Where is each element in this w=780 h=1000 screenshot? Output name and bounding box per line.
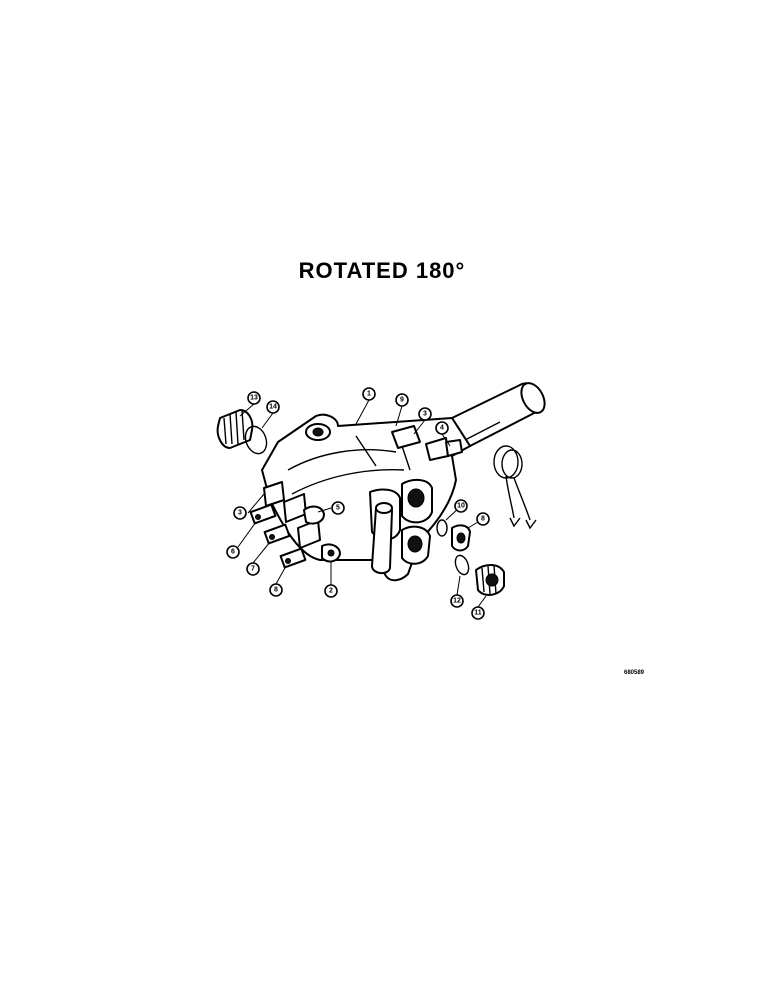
callout-label: 3	[238, 510, 242, 517]
callout-label: 12	[453, 598, 461, 605]
callout-5: 5	[331, 501, 345, 515]
callout-label: 14	[269, 404, 277, 411]
callout-4: 4	[435, 421, 449, 435]
callout-8-left: 8	[269, 583, 283, 597]
callout-label: 7	[251, 566, 255, 573]
callout-3-upper: 3	[418, 407, 432, 421]
callouts: 1 9 3 4 13 14 3 5 6 7 8 2 10 8 12 11	[226, 387, 490, 620]
callout-7: 7	[246, 562, 260, 576]
callout-14: 14	[266, 400, 280, 414]
callout-label: 1	[367, 391, 371, 398]
callout-label: 8	[274, 587, 278, 594]
diagram-title: ROTATED 180°	[0, 258, 780, 284]
callout-9: 9	[395, 393, 409, 407]
figure-id: 680589	[624, 670, 645, 676]
callout-label: 10	[457, 503, 465, 510]
wire-leads	[493, 445, 537, 530]
callout-13: 13	[247, 391, 261, 405]
diagram-title-text: ROTATED 180°	[298, 258, 466, 283]
spool-ends	[249, 481, 341, 569]
callout-11: 11	[471, 606, 485, 620]
callout-10: 10	[454, 499, 468, 513]
solenoid-cylinder	[451, 382, 546, 447]
callout-8-right: 8	[476, 512, 490, 526]
callout-label: 4	[440, 425, 444, 432]
callout-label: 9	[400, 397, 404, 404]
callout-label: 3	[423, 411, 427, 418]
callout-2: 2	[324, 584, 338, 598]
callout-1: 1	[362, 387, 376, 401]
callout-3-lower: 3	[233, 506, 247, 520]
callout-label: 2	[329, 588, 333, 595]
callout-label: 6	[231, 549, 235, 556]
plugs-and-orings	[216, 409, 505, 596]
callout-6: 6	[226, 545, 240, 559]
callout-label: 13	[250, 395, 258, 402]
callout-label: 5	[336, 505, 340, 512]
callout-12: 12	[450, 594, 464, 608]
callout-label: 8	[481, 516, 485, 523]
callout-label: 11	[474, 610, 482, 617]
